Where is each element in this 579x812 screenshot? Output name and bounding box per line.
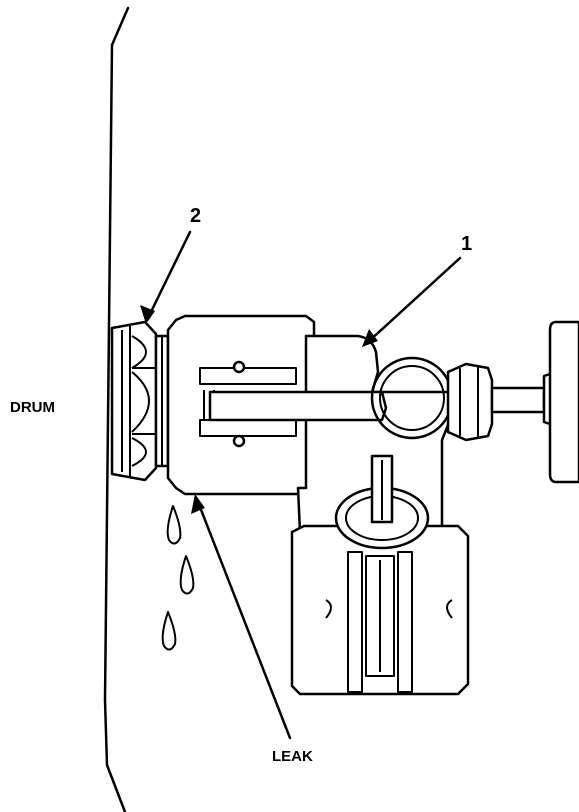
drum-wall [103,6,130,812]
valve-body [166,314,470,696]
label-leak: LEAK [272,748,313,765]
callout-item-1: 1 [461,233,472,255]
leader-lines [140,230,462,740]
leader-line-2 [146,230,192,320]
label-drum: DRUM [10,399,55,416]
leader-line-leak [196,500,292,740]
leader-line-1 [366,256,462,344]
leak-drop [161,611,177,651]
arrowhead-leak [191,494,205,514]
callout-item-2: 2 [190,205,201,227]
leak-drops [161,505,195,651]
packing-nut [110,320,170,482]
leak-drop [166,505,182,545]
leak-drop [179,555,195,595]
valve-stem-handwheel [446,320,579,484]
arrowhead-2 [140,305,155,324]
arrowhead-1 [362,329,378,347]
